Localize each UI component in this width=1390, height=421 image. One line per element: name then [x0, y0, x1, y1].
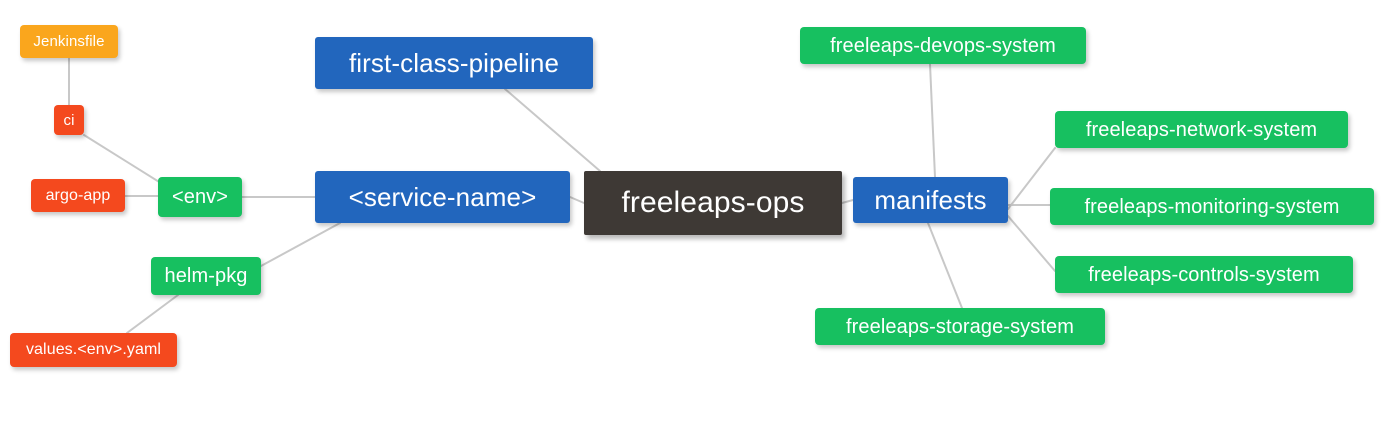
edge-helm-pkg-to-values-env-yaml	[126, 294, 179, 334]
node-freeleaps-controls-system[interactable]: freeleaps-controls-system	[1055, 256, 1353, 293]
edge-freeleaps-ops-to-manifests	[841, 199, 854, 204]
edge-manifests-to-freeleaps-controls-system	[1007, 215, 1056, 272]
node-service-name[interactable]: <service-name>	[315, 171, 570, 223]
node-ci[interactable]: ci	[54, 105, 84, 135]
edge-manifests-to-freeleaps-devops-system	[929, 63, 936, 178]
node-first-class-pipeline[interactable]: first-class-pipeline	[315, 37, 593, 89]
node-label-freeleaps-network-system: freeleaps-network-system	[1085, 118, 1318, 141]
edge-manifests-to-freeleaps-network-system	[1007, 147, 1056, 210]
node-jenkinsfile[interactable]: Jenkinsfile	[20, 25, 118, 58]
node-freeleaps-monitoring-system[interactable]: freeleaps-monitoring-system	[1050, 188, 1374, 225]
node-label-values-env-yaml: values.<env>.yaml	[25, 341, 162, 358]
node-label-ci: ci	[63, 111, 75, 129]
node-label-service-name: <service-name>	[348, 182, 537, 212]
node-label-jenkinsfile: Jenkinsfile	[33, 33, 105, 50]
node-freeleaps-storage-system[interactable]: freeleaps-storage-system	[815, 308, 1105, 345]
node-label-first-class-pipeline: first-class-pipeline	[348, 48, 560, 78]
node-helm-pkg[interactable]: helm-pkg	[151, 257, 261, 295]
edge-service-name-to-helm-pkg	[260, 222, 341, 267]
node-freeleaps-devops-system[interactable]: freeleaps-devops-system	[800, 27, 1086, 64]
node-values-env-yaml[interactable]: values.<env>.yaml	[10, 333, 177, 367]
node-freeleaps-ops[interactable]: freeleaps-ops	[584, 171, 842, 235]
edge-freeleaps-ops-to-service-name	[569, 196, 585, 204]
node-argo-app[interactable]: argo-app	[31, 179, 125, 212]
node-label-freeleaps-ops: freeleaps-ops	[621, 186, 805, 219]
node-label-helm-pkg: helm-pkg	[164, 265, 248, 287]
node-label-freeleaps-controls-system: freeleaps-controls-system	[1088, 263, 1320, 286]
node-label-argo-app: argo-app	[45, 186, 111, 204]
node-label-freeleaps-storage-system: freeleaps-storage-system	[845, 315, 1075, 338]
node-env[interactable]: <env>	[158, 177, 242, 217]
node-label-freeleaps-monitoring-system: freeleaps-monitoring-system	[1084, 195, 1340, 218]
node-label-env: <env>	[171, 186, 229, 208]
node-label-freeleaps-devops-system: freeleaps-devops-system	[830, 34, 1056, 57]
edge-manifests-to-freeleaps-storage-system	[927, 222, 963, 309]
node-freeleaps-network-system[interactable]: freeleaps-network-system	[1055, 111, 1348, 148]
node-manifests[interactable]: manifests	[853, 177, 1008, 223]
edge-freeleaps-ops-to-first-class-pipeline	[504, 88, 601, 172]
node-label-manifests: manifests	[874, 185, 987, 215]
